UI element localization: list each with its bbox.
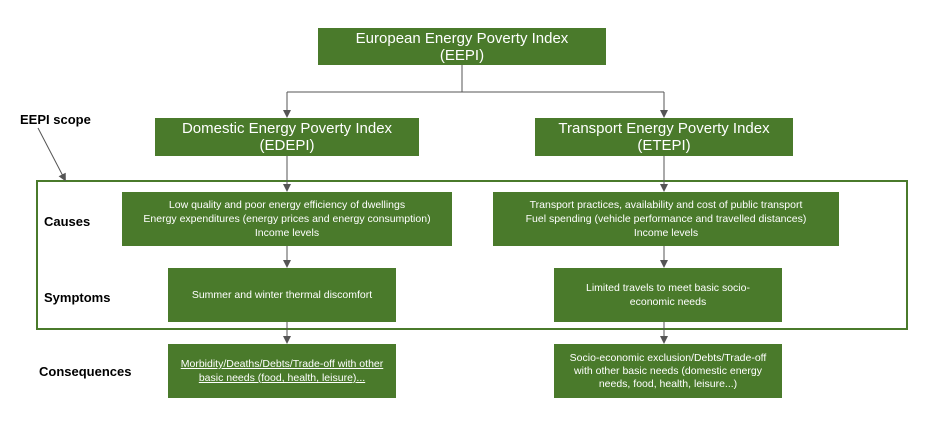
transport-symptoms-text: Limited travels to meet basic socio-econ… bbox=[586, 282, 750, 308]
domestic-symptoms-text: Summer and winter thermal discomfort bbox=[191, 289, 373, 301]
transport-causes-text: Transport practices, availability and co… bbox=[525, 199, 807, 239]
eepi-title: European Energy Poverty Index (EEPI) bbox=[355, 29, 569, 64]
domestic-causes-text: Low quality and poor energy efficiency o… bbox=[143, 199, 431, 239]
scope-label: EEPI scope bbox=[20, 112, 91, 127]
edepi-title: Domestic Energy Poverty Index (EDEPI) bbox=[181, 120, 393, 154]
transport-symptoms-box: Limited travels to meet basic socio-econ… bbox=[554, 268, 782, 322]
eepi-scope-frame bbox=[36, 180, 908, 330]
transport-consequences-box: Socio-economic exclusion/Debts/Trade-off… bbox=[554, 344, 782, 398]
causes-label: Causes bbox=[44, 214, 91, 229]
domestic-consequences-box: Morbidity/Deaths/Debts/Trade-off with ot… bbox=[168, 344, 396, 398]
transport-causes-box: Transport practices, availability and co… bbox=[493, 192, 839, 246]
domestic-consequences-text: Morbidity/Deaths/Debts/Trade-off with ot… bbox=[180, 358, 384, 384]
symptoms-label: Symptoms bbox=[44, 290, 111, 305]
etepi-box: Transport Energy Poverty Index (ETEPI) bbox=[535, 118, 793, 156]
domestic-causes-box: Low quality and poor energy efficiency o… bbox=[122, 192, 452, 246]
transport-consequences-text: Socio-economic exclusion/Debts/Trade-off… bbox=[569, 351, 767, 390]
scope-pointer bbox=[37, 127, 66, 182]
consequences-label: Consequences bbox=[39, 364, 132, 379]
edepi-box: Domestic Energy Poverty Index (EDEPI) bbox=[155, 118, 419, 156]
eepi-box: European Energy Poverty Index (EEPI) bbox=[318, 28, 606, 65]
domestic-symptoms-box: Summer and winter thermal discomfort bbox=[168, 268, 396, 322]
etepi-title: Transport Energy Poverty Index (ETEPI) bbox=[558, 120, 770, 154]
